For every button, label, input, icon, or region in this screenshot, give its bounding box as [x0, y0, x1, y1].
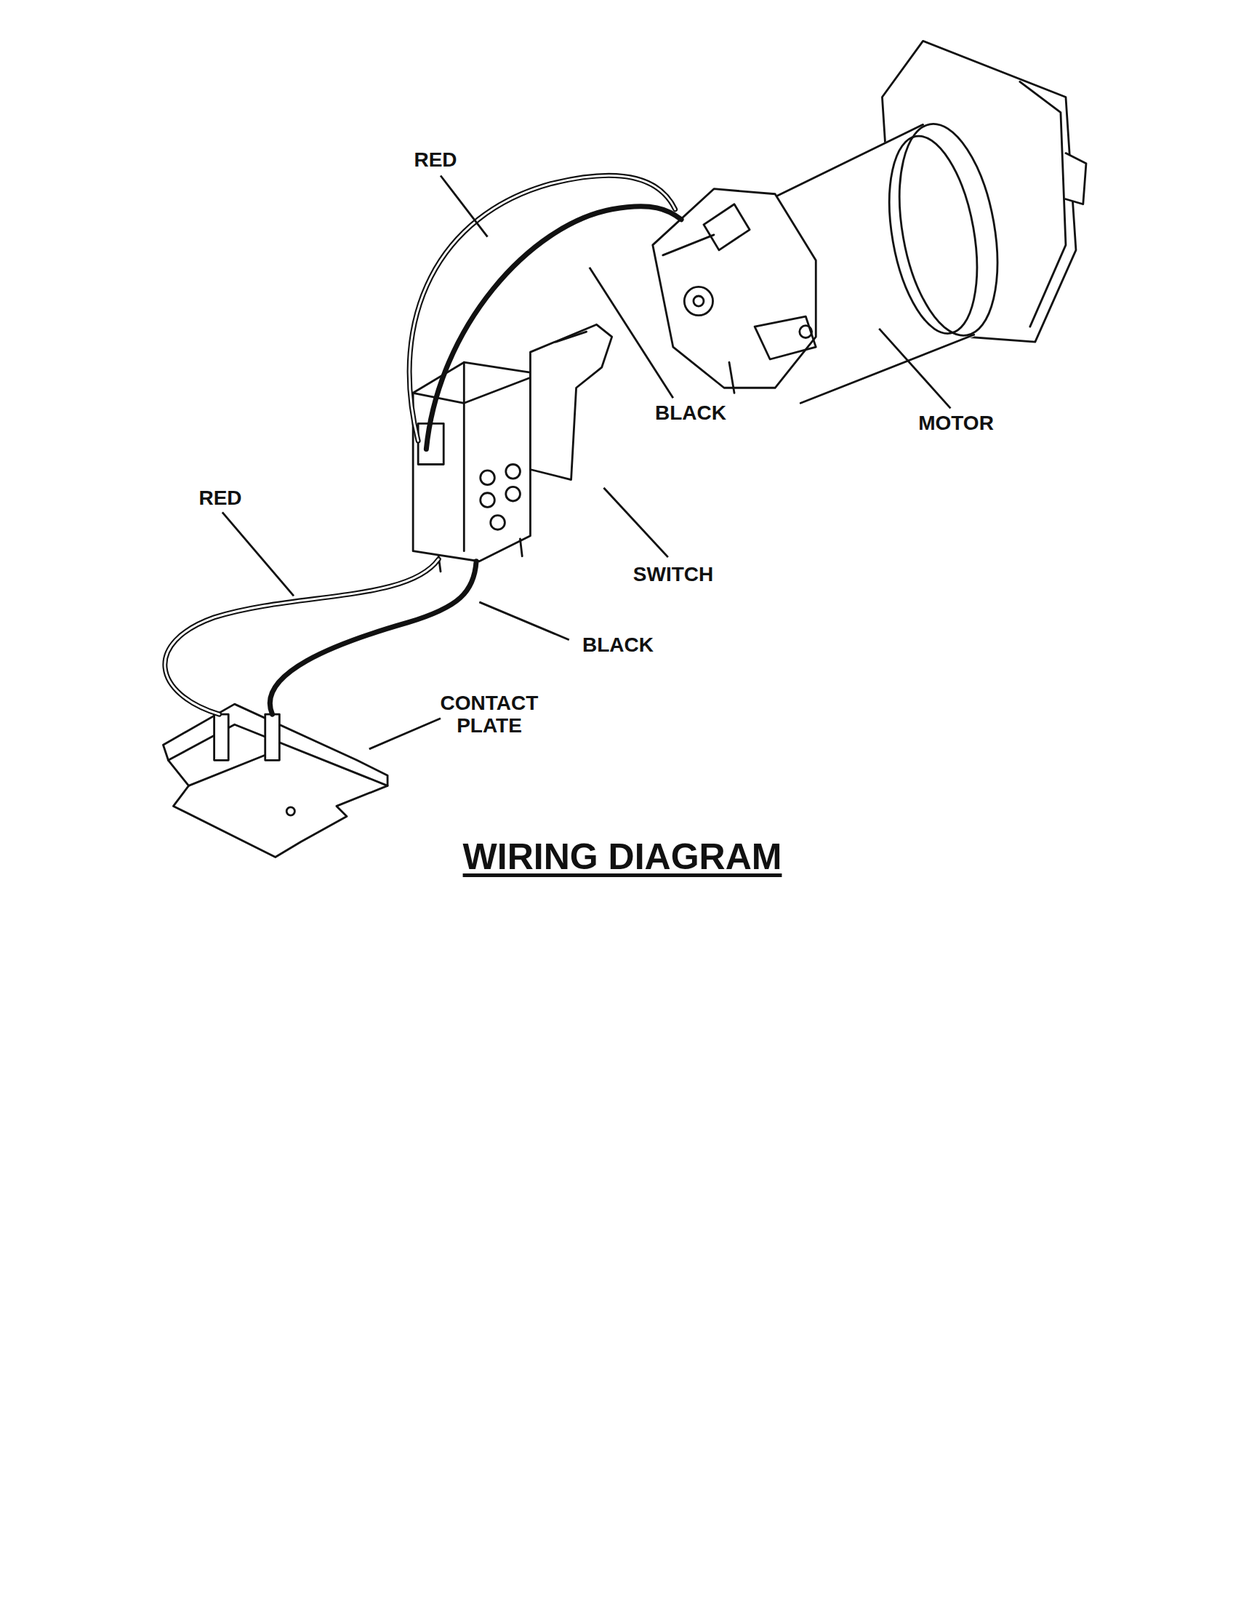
part-label: CONTACT PLATE — [431, 692, 548, 738]
part-label: BLACK — [655, 402, 727, 425]
part-label: SWITCH — [633, 563, 714, 586]
part-label: MOTOR — [918, 412, 994, 435]
part-label: RED — [198, 487, 242, 510]
diagram-title: WIRING DIAGRAM — [463, 835, 783, 878]
part-label: RED — [413, 149, 457, 172]
part-label: BLACK — [582, 633, 654, 657]
